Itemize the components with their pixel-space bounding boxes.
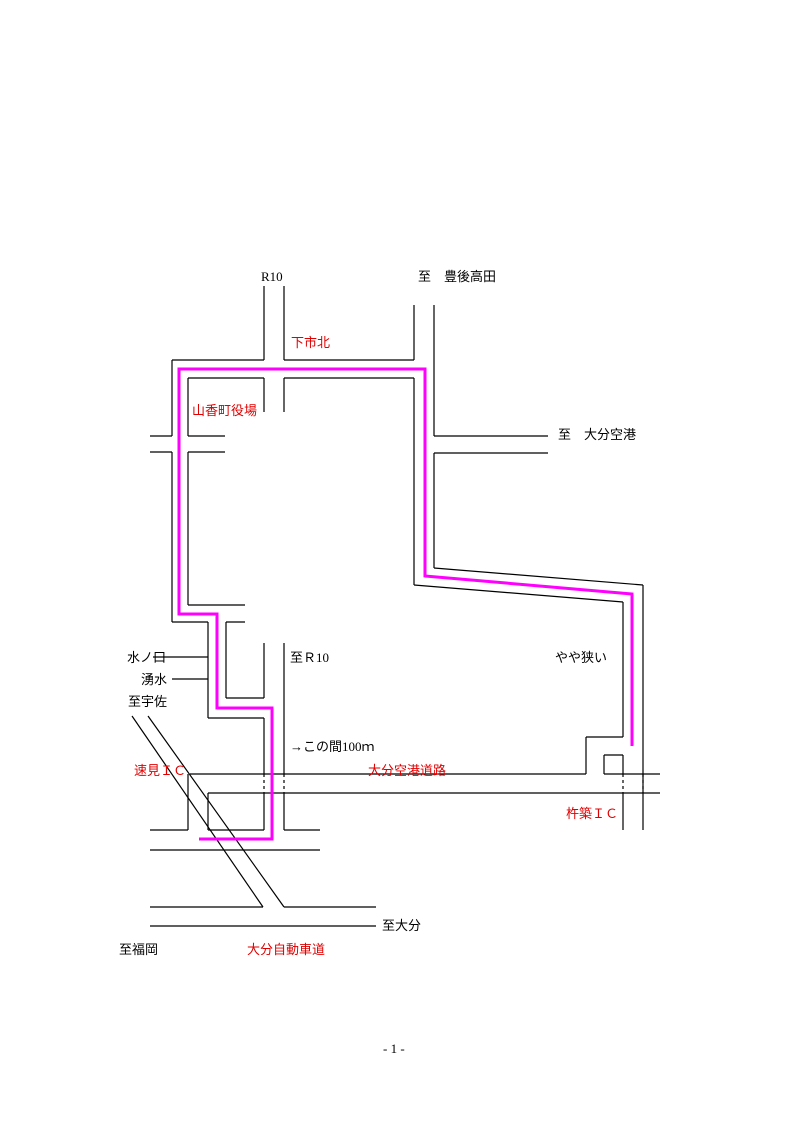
- label-slightly-narrow: やや狭い: [555, 650, 608, 665]
- road-hayami-ic: [150, 774, 320, 851]
- label-oita-airport-road: 大分空港道路: [368, 763, 447, 778]
- label-to-r10-mid: 至Ｒ10: [290, 650, 330, 665]
- road-bungo-takada: [413, 305, 435, 436]
- label-to-fukuoka: 至福岡: [119, 942, 159, 957]
- road-oita-airport-road: [190, 773, 660, 794]
- label-to-oita-airport: 至 大分空港: [558, 427, 637, 442]
- label-oita-expressway: 大分自動車道: [247, 942, 326, 957]
- label-kono-aida: →この間100ｍ: [290, 739, 375, 754]
- road-kinejima: [585, 585, 644, 830]
- road-mizunokuchi: [153, 622, 285, 774]
- label-to-oita: 至大分: [382, 918, 422, 933]
- road-r10-north: [263, 286, 285, 360]
- label-shimoichi-kita: 下市北: [291, 335, 331, 350]
- label-kinejima-ic: 杵築ＩＣ: [566, 806, 619, 821]
- road-town-office: [150, 360, 245, 623]
- label-hayami-ic: 速見ＩＣ: [134, 763, 187, 778]
- recommended-route: [177, 367, 634, 841]
- label-yusui: 湧水: [141, 672, 168, 687]
- label-yamaga-town-office: 山香町役場: [192, 403, 258, 418]
- label-to-r10-north: R10: [261, 269, 283, 284]
- road-shimoichi-kita: [172, 359, 414, 412]
- label-to-usa: 至宇佐: [128, 694, 168, 709]
- road-oita-airport: [413, 378, 644, 603]
- label-mizunokuchi: 水ノ口: [127, 650, 167, 665]
- road-oita-expressway: [131, 715, 376, 927]
- label-to-bungo-takada: 至 豊後高田: [418, 269, 497, 284]
- page-number: - 1 -: [383, 1041, 405, 1056]
